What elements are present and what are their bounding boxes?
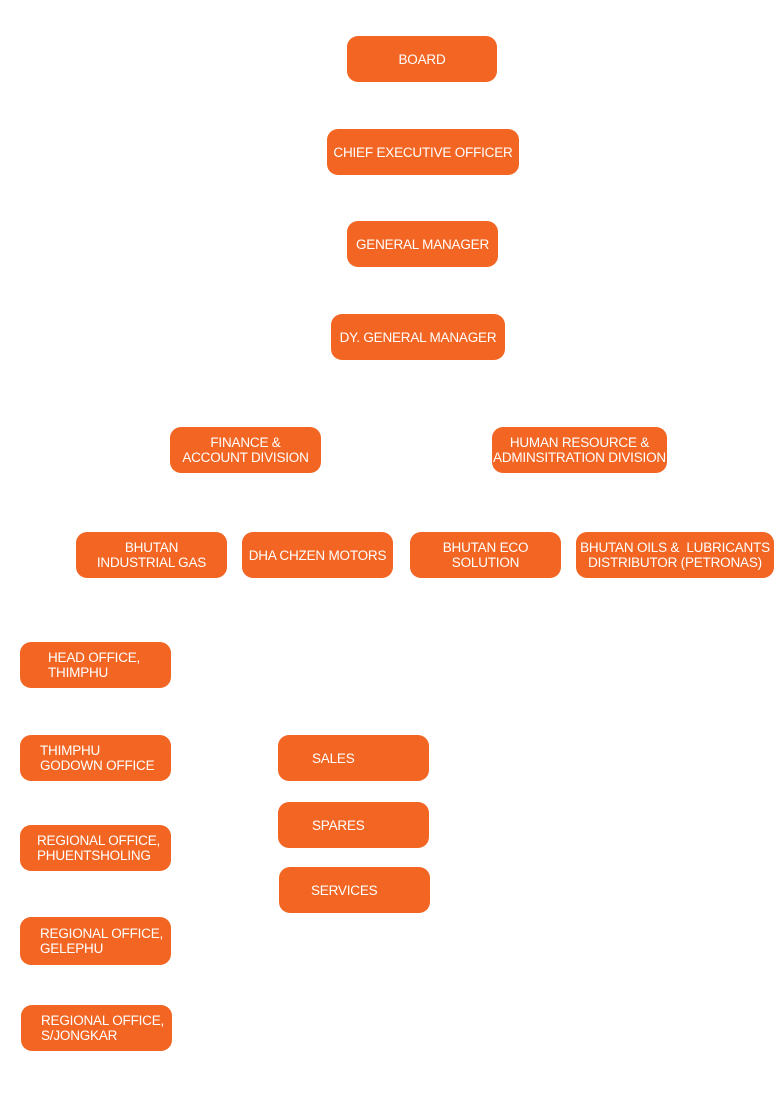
services-label: SERVICES	[311, 882, 378, 898]
hr-division-box: HUMAN RESOURCE & ADMINSITRATION DIVISION	[492, 427, 667, 473]
regional-office-phuentsholing-label-line1: REGIONAL OFFICE,	[37, 833, 161, 848]
bhutan-oils-lubricants-label-line1: BHUTAN OILS & LUBRICANTS	[580, 540, 770, 555]
bhutan-industrial-gas-box: BHUTAN INDUSTRIAL GAS	[76, 532, 227, 578]
dha-chzen-motors-box: DHA CHZEN MOTORS	[242, 532, 393, 578]
spares-box: SPARES	[278, 802, 429, 848]
dha-chzen-motors-label: DHA CHZEN MOTORS	[248, 547, 387, 563]
general-manager-label: GENERAL MANAGER	[355, 236, 490, 252]
regional-office-sjongkar-box: REGIONAL OFFICE, S/JONGKAR	[21, 1005, 172, 1051]
head-office-label-line1: HEAD OFFICE,	[48, 650, 141, 665]
bhutan-oils-lubricants-box: BHUTAN OILS & LUBRICANTS DISTRIBUTOR (PE…	[576, 532, 774, 578]
board-label: BOARD	[398, 51, 446, 67]
bhutan-eco-solution-label-line2: SOLUTION	[451, 555, 520, 570]
regional-office-gelephu-label-line2: GELEPHU	[40, 941, 104, 956]
regional-office-sjongkar-label-line2: S/JONGKAR	[41, 1028, 118, 1043]
sales-label: SALES	[312, 750, 355, 766]
services-box: SERVICES	[279, 867, 430, 913]
regional-office-phuentsholing-box: REGIONAL OFFICE, PHUENTSHOLING	[20, 825, 171, 871]
deputy-general-manager-label: DY. GENERAL MANAGER	[339, 329, 497, 345]
deputy-general-manager-box: DY. GENERAL MANAGER	[331, 314, 505, 360]
regional-office-phuentsholing-label-line2: PHUENTSHOLING	[37, 848, 151, 863]
regional-office-gelephu-label-line1: REGIONAL OFFICE,	[40, 926, 164, 941]
bhutan-industrial-gas-label-line1: BHUTAN	[124, 540, 179, 555]
hr-division-label-line2: ADMINSITRATION DIVISION	[493, 450, 666, 465]
bhutan-industrial-gas-label-line2: INDUSTRIAL GAS	[96, 555, 207, 570]
head-office-box: HEAD OFFICE, THIMPHU	[20, 642, 171, 688]
bhutan-oils-lubricants-label-line2: DISTRIBUTOR (PETRONAS)	[588, 555, 762, 570]
finance-division-label-line1: FINANCE &	[210, 435, 281, 450]
sales-box: SALES	[278, 735, 429, 781]
hr-division-label-line1: HUMAN RESOURCE &	[509, 435, 650, 450]
thimphu-godown-office-label-line2: GODOWN OFFICE	[40, 758, 155, 773]
thimphu-godown-office-label-line1: THIMPHU	[40, 743, 101, 758]
regional-office-sjongkar-label-line1: REGIONAL OFFICE,	[41, 1013, 165, 1028]
spares-label: SPARES	[312, 817, 365, 833]
thimphu-godown-office-box: THIMPHU GODOWN OFFICE	[20, 735, 171, 781]
finance-division-box: FINANCE & ACCOUNT DIVISION	[170, 427, 321, 473]
finance-division-label-line2: ACCOUNT DIVISION	[182, 450, 309, 465]
board-box: BOARD	[347, 36, 497, 82]
regional-office-gelephu-box: REGIONAL OFFICE, GELEPHU	[20, 917, 171, 965]
bhutan-eco-solution-box: BHUTAN ECO SOLUTION	[410, 532, 561, 578]
ceo-box: CHIEF EXECUTIVE OFFICER	[327, 129, 519, 175]
general-manager-box: GENERAL MANAGER	[347, 221, 498, 267]
ceo-label: CHIEF EXECUTIVE OFFICER	[333, 144, 513, 160]
head-office-label-line2: THIMPHU	[48, 665, 109, 680]
bhutan-eco-solution-label-line1: BHUTAN ECO	[442, 540, 529, 555]
